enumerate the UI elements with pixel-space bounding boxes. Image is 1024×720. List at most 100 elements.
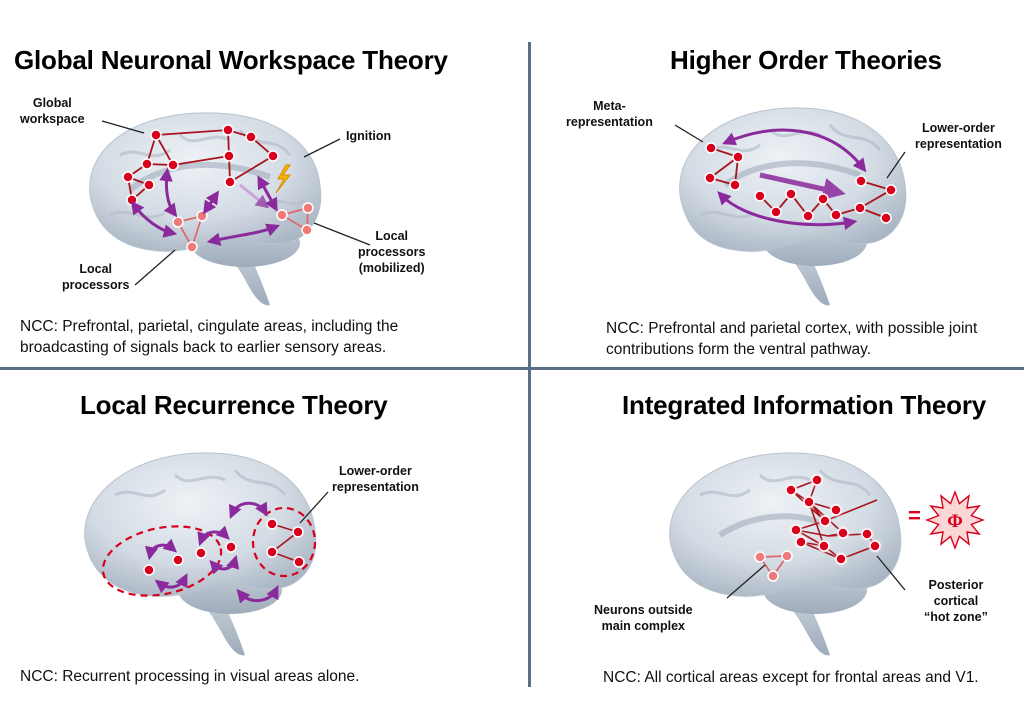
region-outline — [251, 506, 317, 578]
node — [795, 536, 807, 548]
meta-arrow — [759, 172, 846, 201]
arrow — [206, 223, 281, 246]
horizontal-divider — [0, 367, 1024, 370]
leader-line — [299, 491, 329, 524]
label-line: representation — [915, 137, 1002, 151]
node — [785, 188, 797, 200]
node — [172, 216, 184, 228]
label-line: Neurons outside — [594, 603, 693, 617]
node — [302, 202, 314, 214]
network-nodes — [704, 142, 897, 224]
cerebrum — [89, 112, 322, 252]
node — [301, 224, 313, 236]
label-line: processors — [62, 278, 130, 292]
leader-lines — [101, 120, 371, 286]
arrow — [154, 573, 188, 594]
label-lower-order-representation: Lower-order representation — [915, 120, 1002, 152]
node — [245, 131, 257, 143]
star-shape — [925, 490, 985, 550]
node — [223, 150, 235, 162]
node — [704, 172, 716, 184]
ncc-line: contributions form the ventral pathway. — [606, 341, 872, 358]
brain-shape — [679, 107, 907, 306]
outside-nodes — [754, 550, 793, 582]
gyri — [114, 469, 287, 498]
complex-nodes — [785, 474, 881, 565]
node — [767, 570, 779, 582]
node — [861, 528, 873, 540]
panel-title: Global Neuronal Workspace Theory — [14, 45, 448, 75]
node — [854, 202, 866, 214]
node — [224, 176, 236, 188]
label-line: workspace — [20, 112, 85, 126]
leader-line — [101, 120, 145, 134]
label-posterior-hot-zone: Posterior cortical “hot zone” — [924, 577, 988, 625]
label-line: (mobilized) — [358, 261, 425, 275]
leader-line — [886, 151, 906, 179]
node — [811, 474, 823, 486]
node — [266, 546, 278, 558]
ncc-line: NCC: All cortical areas except for front… — [603, 669, 979, 686]
label-neurons-outside-main-complex: Neurons outside main complex — [594, 602, 693, 634]
node — [837, 527, 849, 539]
ncc-line: NCC: Recurrent processing in visual area… — [20, 668, 360, 685]
label-line: main complex — [601, 619, 685, 633]
cerebrum — [669, 452, 902, 597]
node — [817, 193, 829, 205]
leader-line — [674, 124, 704, 143]
node — [195, 547, 207, 559]
local-processor-nodes — [172, 202, 314, 253]
brain-illustration — [674, 107, 907, 306]
node — [830, 209, 842, 221]
node — [122, 171, 134, 183]
brainstem — [220, 245, 270, 306]
bidirectional-arrows — [130, 167, 281, 246]
node — [172, 554, 184, 566]
node — [835, 553, 847, 565]
arrow — [722, 128, 867, 173]
label-local-processors: Local processors — [62, 261, 129, 293]
arrow — [203, 190, 219, 215]
label-line: Lower-order — [338, 464, 412, 478]
node — [790, 524, 802, 536]
node — [276, 209, 288, 221]
node — [267, 150, 279, 162]
outside-edges — [758, 555, 789, 578]
brainstem — [780, 245, 830, 306]
node — [785, 484, 797, 496]
label-global-workspace: Global workspace — [20, 95, 85, 127]
label-line: Local — [375, 229, 409, 243]
node — [143, 179, 155, 191]
brain-illustration — [84, 452, 329, 656]
node — [266, 518, 278, 530]
label-ignition: Ignition — [346, 129, 392, 143]
node — [143, 564, 155, 576]
node — [293, 556, 305, 568]
ncc-description: NCC: Prefrontal and parietal cortex, wit… — [606, 318, 977, 360]
node — [196, 210, 208, 222]
leader-line — [876, 555, 906, 591]
arrow — [209, 554, 240, 575]
node — [705, 142, 717, 154]
node — [186, 241, 198, 253]
label-line: Lower-order — [921, 121, 995, 135]
local-edges — [176, 206, 309, 250]
node — [770, 206, 782, 218]
node — [781, 550, 793, 562]
node — [830, 504, 842, 516]
arrow — [257, 175, 278, 212]
ignition-arrow — [239, 183, 270, 209]
vertical-divider — [528, 42, 531, 687]
brain-illustration — [669, 452, 906, 656]
brainstem — [195, 595, 245, 656]
leader-lines — [674, 124, 906, 179]
arrow — [144, 538, 178, 561]
bidirectional-arrows — [717, 128, 867, 231]
phi-star-icon: Φ — [925, 490, 985, 550]
leader-lines — [726, 555, 906, 599]
gyri — [699, 469, 872, 498]
node — [855, 175, 867, 187]
node — [802, 210, 814, 222]
label-line: Local — [79, 262, 113, 276]
leader-line — [303, 138, 341, 158]
